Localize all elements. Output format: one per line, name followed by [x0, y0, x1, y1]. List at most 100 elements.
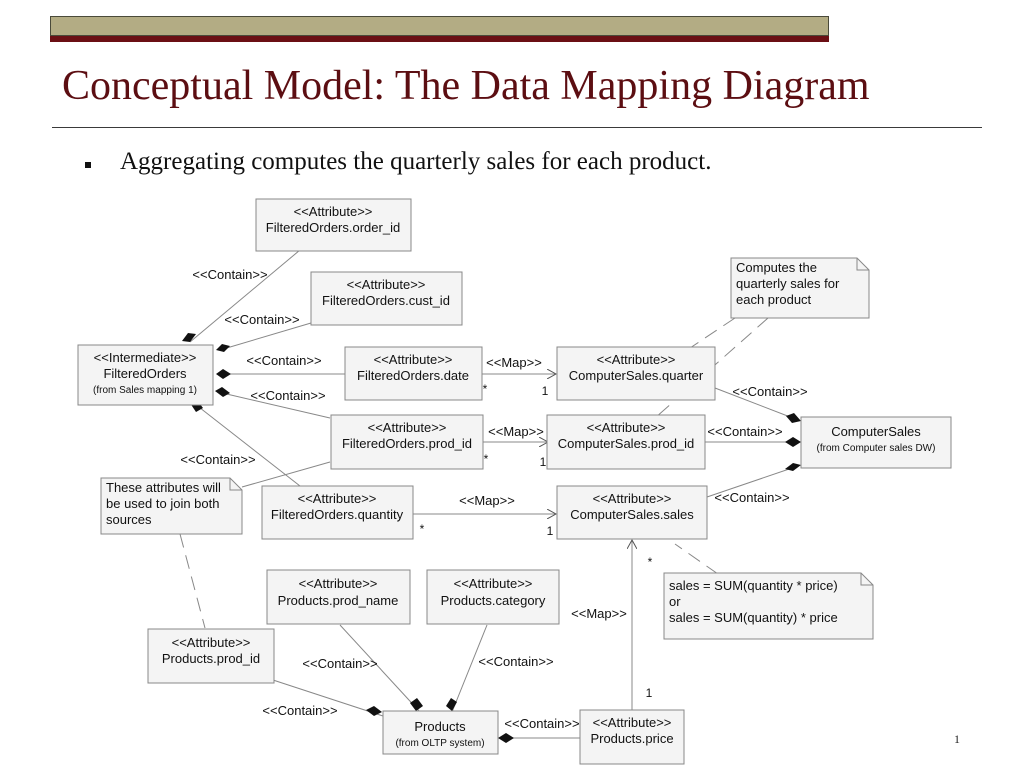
bullet-text: Aggregating computes the quarterly sales… [120, 148, 712, 175]
order-id-name: FilteredOrders.order_id [266, 220, 400, 235]
box-cs-sales [556, 485, 708, 540]
diamond-cs-3 [785, 463, 801, 471]
contain-prod-category [451, 624, 488, 713]
note-quarterly-line-1: Computes the [736, 260, 817, 275]
label-contain-cs-prod-id: <<Contain>> [707, 424, 782, 439]
box-fo-quantity [261, 485, 414, 540]
prod-prod-id-stereo: <<Attribute>> [172, 635, 251, 650]
box-prod-name [266, 569, 411, 625]
mult-sales-many: * [648, 555, 653, 569]
box-computer-sales [800, 416, 952, 469]
cust-id-stereo: <<Attribute>> [347, 277, 426, 292]
contain-cust-id [219, 322, 312, 351]
contain-prod-prodid [272, 679, 384, 717]
note-join-line-2: be used to join both [106, 496, 219, 511]
label-map-date: <<Map>> [486, 355, 542, 370]
label-map-price: <<Map>> [571, 606, 627, 621]
diamond-cs-2 [785, 437, 801, 447]
note-formula-line-3: sales = SUM(quantity) * price [669, 610, 838, 625]
fo-quantity-stereo: <<Attribute>> [298, 491, 377, 506]
contain-cs-quarter [714, 387, 799, 421]
note-formula-line-2: or [669, 594, 681, 609]
fo-quantity-name: FilteredOrders.quantity [271, 507, 404, 522]
connector-labels: <<Contain>> <<Contain>> <<Contain>> <<Co… [180, 267, 807, 731]
label-contain-prod-price: <<Contain>> [504, 716, 579, 731]
bullet-square-icon [85, 162, 91, 168]
multiplicities: * 1 * 1 * 1 * 1 [420, 382, 653, 700]
title-divider [52, 127, 982, 128]
notes [100, 257, 874, 640]
box-cs-prod-id [546, 414, 706, 470]
boxes [77, 198, 952, 765]
contain-prod-id [217, 391, 331, 419]
cs-quarter-name: ComputerSales.quarter [569, 368, 704, 383]
contain-quantity [194, 403, 301, 487]
note-quarterly-line-2: quarterly sales for [736, 276, 840, 291]
header-bar-accent [50, 36, 829, 42]
mult-quantity-many: * [420, 522, 425, 536]
aggregation-diamonds [182, 333, 801, 743]
cs-prod-id-name: ComputerSales.prod_id [558, 436, 695, 451]
box-products [382, 710, 499, 755]
page-number: 1 [954, 732, 960, 746]
prod-prod-id-name: Products.prod_id [162, 651, 260, 666]
diamond-prod-1 [366, 706, 382, 716]
box-fo-prod-id [330, 414, 484, 470]
diamond-fo-4 [215, 387, 230, 397]
cust-id-name: FilteredOrders.cust_id [322, 293, 450, 308]
filtered-orders-sub: (from Sales mapping 1) [93, 385, 197, 396]
label-contain-cs-quarter: <<Contain>> [732, 384, 807, 399]
products-sub: (from OLTP system) [395, 738, 484, 749]
computer-sales-sub: (from Computer sales DW) [817, 443, 936, 454]
note-join-line-3: sources [106, 512, 152, 527]
label-map-prod-id: <<Map>> [488, 424, 544, 439]
label-map-quantity: <<Map>> [459, 493, 515, 508]
fo-prod-id-name: FilteredOrders.prod_id [342, 436, 472, 451]
note-link-join [179, 533, 206, 629]
mult-prodid-many: * [484, 452, 489, 466]
fo-date-name: FilteredOrders.date [357, 368, 469, 383]
diamond-fo-1 [182, 333, 196, 342]
box-prod-price [579, 709, 685, 765]
slide-title: Conceptual Model: The Data Mapping Diagr… [62, 63, 870, 109]
note-texts: Computes the quarterly sales for each pr… [106, 260, 840, 625]
note-quarterly-fold [856, 258, 869, 271]
products-name: Products [414, 719, 466, 734]
note-join-fold [229, 478, 242, 491]
note-join-shape [100, 477, 243, 535]
mult-sales-one: 1 [547, 524, 554, 538]
prod-price-name: Products.price [590, 731, 673, 746]
prod-price-stereo: <<Attribute>> [593, 715, 672, 730]
note-formula-fold [860, 573, 873, 586]
mult-date-many: * [483, 382, 488, 396]
cs-prod-id-stereo: <<Attribute>> [587, 420, 666, 435]
contain-join-link [241, 461, 331, 488]
fo-prod-id-stereo: <<Attribute>> [368, 420, 447, 435]
label-contain-cust-id: <<Contain>> [224, 312, 299, 327]
diamond-fo-2 [216, 344, 230, 352]
diamond-fo-3 [216, 369, 231, 379]
box-cust-id [310, 271, 463, 326]
prod-category-stereo: <<Attribute>> [454, 576, 533, 591]
note-join-line-1: These attributes will [106, 480, 221, 495]
fo-date-stereo: <<Attribute>> [374, 352, 453, 367]
diamond-prod-4 [498, 733, 514, 743]
label-contain-prod-prodid: <<Contain>> [262, 703, 337, 718]
mult-price-one: 1 [646, 686, 653, 700]
note-link-quarterly-1 [689, 317, 736, 349]
diamond-prod-2 [410, 698, 423, 711]
mult-quarter-one: 1 [542, 384, 549, 398]
label-contain-prod-id: <<Contain>> [250, 388, 325, 403]
filtered-orders-name: FilteredOrders [103, 366, 187, 381]
note-link-formula [674, 543, 719, 575]
diamond-prod-3 [446, 698, 457, 711]
box-order-id [255, 198, 412, 252]
connections [189, 249, 799, 739]
contain-prod-name [339, 624, 421, 713]
diamond-cs-1 [786, 413, 801, 423]
box-fo-date [344, 346, 483, 401]
label-contain-prod-category: <<Contain>> [478, 654, 553, 669]
prod-name-name: Products.prod_name [278, 593, 399, 608]
contain-cs-sales [706, 465, 799, 498]
